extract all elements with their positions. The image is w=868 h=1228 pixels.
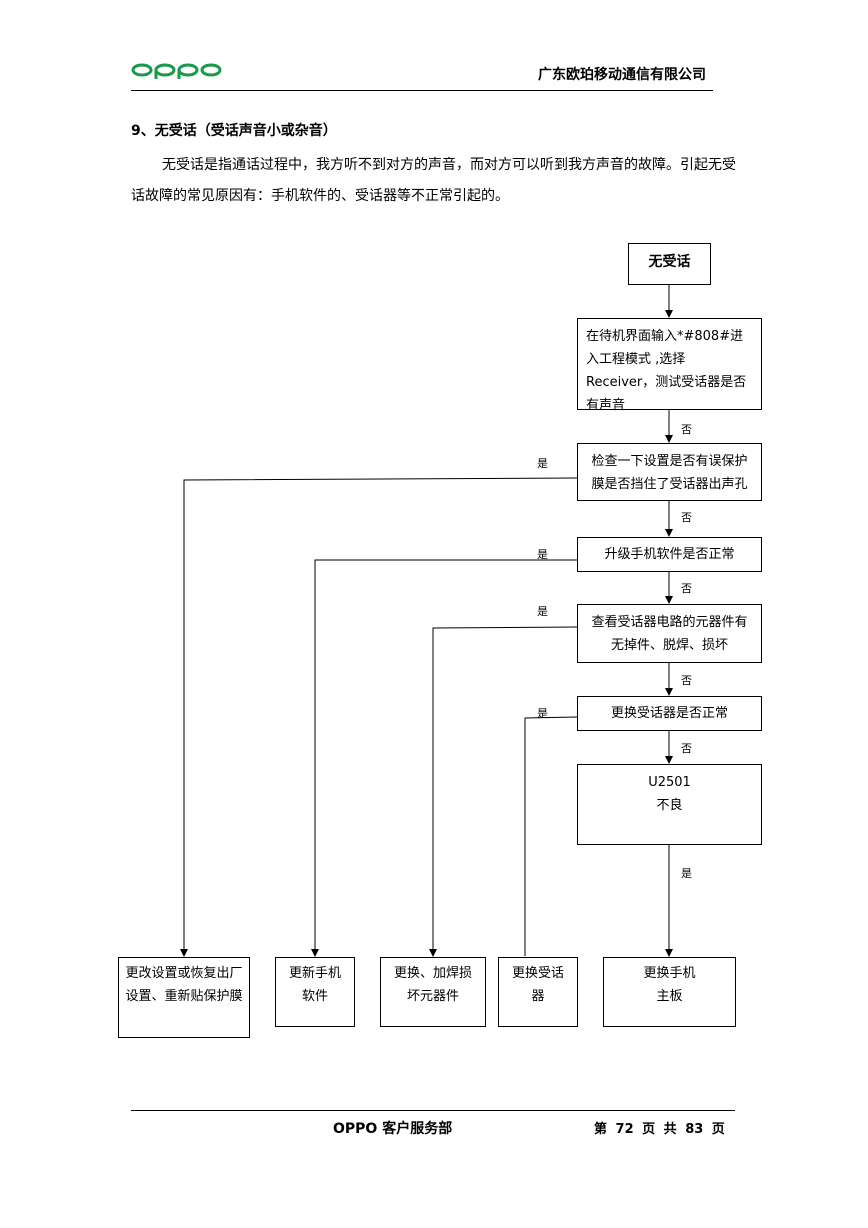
no-label: 否 <box>681 742 692 755</box>
step-check-settings: 检查一下设置是否有误保护膜是否挡住了受话器出声孔 <box>577 443 762 501</box>
step-check-components: 查看受话器电路的元器件有无掉件、脱焊、损坏 <box>577 604 762 663</box>
no-label: 否 <box>681 582 692 595</box>
outcome-update-software: 更新手机软件 <box>275 957 355 1027</box>
faulty-label: 不良 <box>656 798 683 813</box>
footer-divider <box>131 1110 735 1111</box>
outcome-reset-settings: 更改设置或恢复出厂设置、重新贴保护膜 <box>118 957 250 1038</box>
yes-label: 是 <box>537 548 548 561</box>
outcome-replace-mainboard: 更换手机主板 <box>603 957 736 1027</box>
start-box: 无受话 <box>628 243 711 285</box>
section-heading: 9、无受话（受话声音小或杂音） <box>131 123 337 139</box>
company-name: 广东欧珀移动通信有限公司 <box>538 67 706 83</box>
footer-page-number: 第 72 页 共 83 页 <box>594 1122 725 1137</box>
section-paragraph: 无受话是指通话过程中，我方听不到对方的声音，而对方可以听到我方声音的故障。引起无… <box>131 157 736 204</box>
step-replace-receiver: 更换受话器是否正常 <box>577 696 762 731</box>
yes-label: 是 <box>681 867 692 880</box>
step-upgrade-software: 升级手机软件是否正常 <box>577 537 762 572</box>
yes-label: 是 <box>537 457 548 470</box>
header-divider <box>131 90 713 91</box>
yes-label: 是 <box>537 605 548 618</box>
yes-label: 是 <box>537 707 548 720</box>
outcome-resolder-components: 更换、加焊损坏元器件 <box>380 957 486 1027</box>
step-u2501-faulty: U2501 不良 <box>577 764 762 845</box>
no-label: 否 <box>681 674 692 687</box>
no-label: 否 <box>681 511 692 524</box>
outcome-replace-receiver: 更换受话器 <box>498 957 578 1027</box>
footer-department: OPPO 客户服务部 <box>333 1121 453 1137</box>
u2501-label: U2501 <box>648 775 691 790</box>
oppo-logo <box>131 60 223 84</box>
step-engineering-mode: 在待机界面输入*#808#进入工程模式 ,选择 Receiver，测试受话器是否… <box>577 318 762 413</box>
no-label: 否 <box>681 423 692 436</box>
